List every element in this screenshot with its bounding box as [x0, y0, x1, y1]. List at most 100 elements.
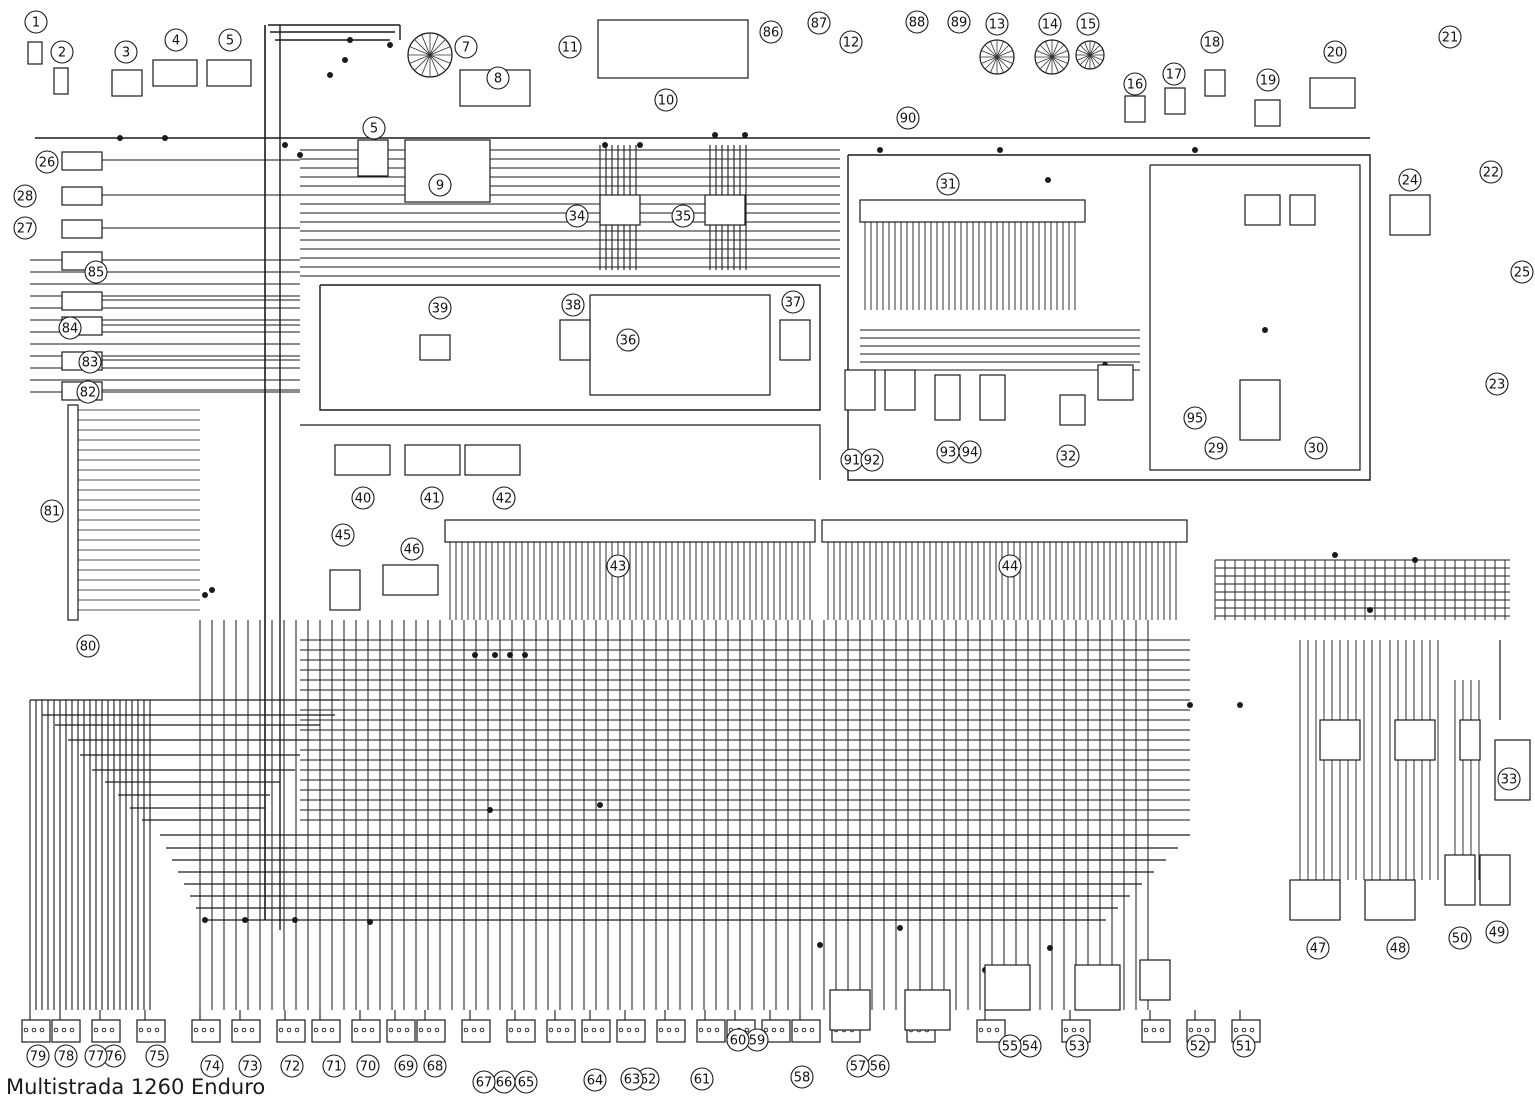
callout-38: 38 [561, 293, 585, 317]
callout-63: 63 [620, 1067, 644, 1091]
callout-number: 68 [427, 1060, 444, 1075]
callout-ring [24, 10, 48, 34]
callout-7: 7 [454, 35, 478, 59]
pin [1159, 1027, 1165, 1033]
callout-39: 39 [428, 296, 452, 320]
callout-ring [1065, 1034, 1089, 1058]
callout-30: 30 [1304, 436, 1328, 460]
callout-ring [958, 440, 982, 464]
pin [744, 1027, 750, 1033]
component-47-body [1289, 879, 1341, 921]
callout-ring [58, 316, 82, 340]
callout-number: 20 [1327, 46, 1344, 61]
callout-ring [1304, 436, 1328, 460]
callout-number: 52 [1190, 1040, 1207, 1055]
pin [779, 1027, 785, 1033]
callout-ring [616, 328, 640, 352]
pin [793, 1027, 799, 1033]
callout-41: 41 [420, 486, 444, 510]
relay-42-body [464, 444, 521, 476]
callout-81: 81 [40, 499, 64, 523]
callout-14: 14 [1038, 12, 1062, 36]
pin [93, 1027, 99, 1033]
pin [154, 1027, 160, 1033]
callout-number: 89 [951, 16, 968, 31]
callout-number: 22 [1483, 166, 1500, 181]
junction-dot [347, 37, 353, 43]
callout-ring [428, 173, 452, 197]
junction-dot [817, 942, 823, 948]
callout-75: 75 [145, 1044, 169, 1068]
callout-34: 34 [565, 204, 589, 228]
pin [321, 1027, 327, 1033]
junction-dot [202, 592, 208, 598]
callout-54: 54 [1018, 1034, 1042, 1058]
callout-number: 10 [658, 94, 675, 109]
pin [556, 1027, 562, 1033]
callout-number: 71 [326, 1060, 343, 1075]
pin [714, 1027, 720, 1033]
callout-ring [781, 290, 805, 314]
pin [1249, 1027, 1255, 1033]
callout-ring [606, 554, 630, 578]
component-49-body [1479, 854, 1511, 906]
callout-number: 55 [1002, 1040, 1019, 1055]
ecu-connector-44-frame [821, 519, 1188, 543]
callout-number: 63 [624, 1073, 641, 1088]
callout-number: 8 [494, 72, 502, 87]
pin [763, 1027, 769, 1033]
pin [471, 1027, 477, 1033]
junction-dot [997, 147, 1003, 153]
callout-ring [1485, 372, 1509, 396]
junction-dot [117, 135, 123, 141]
callout-number: 69 [398, 1060, 415, 1075]
component-17-body [1164, 87, 1186, 115]
pin [1204, 1027, 1210, 1033]
pin [233, 1027, 239, 1033]
pin [634, 1027, 640, 1033]
callout-number: 38 [565, 299, 582, 314]
callout-37: 37 [781, 290, 805, 314]
component-54-body [1074, 964, 1121, 1011]
callout-ring [356, 1054, 380, 1078]
callout-51: 51 [1232, 1034, 1256, 1058]
component-92-body [934, 374, 961, 421]
junction-dot [327, 72, 333, 78]
callout-84: 84 [58, 316, 82, 340]
callout-number: 60 [730, 1034, 747, 1049]
callout-number: 13 [989, 18, 1006, 33]
callout-93: 93 [936, 440, 960, 464]
callout-43: 43 [606, 554, 630, 578]
pin [294, 1027, 300, 1033]
callout-17: 17 [1162, 62, 1186, 86]
callout-35: 35 [671, 204, 695, 228]
pin [361, 1027, 367, 1033]
pin [463, 1027, 469, 1033]
pin [388, 1027, 394, 1033]
callout-ring [145, 1044, 169, 1068]
connector-80-frame [67, 404, 79, 621]
junction-dot [297, 152, 303, 158]
callout-ring [1479, 160, 1503, 184]
junction-dot [282, 142, 288, 148]
pin [61, 1027, 67, 1033]
component-37-body [779, 319, 811, 361]
callout-ring [76, 634, 100, 658]
callout-5: 5 [362, 116, 386, 140]
callout-number: 29 [1208, 442, 1225, 457]
callout-ring [13, 184, 37, 208]
callout-number: 91 [844, 454, 861, 469]
callout-58: 58 [790, 1065, 814, 1089]
callout-71: 71 [322, 1054, 346, 1078]
component-2-body [53, 67, 69, 95]
pin [1188, 1027, 1194, 1033]
ecu-connector-43-frame [444, 519, 816, 543]
junction-dot [602, 142, 608, 148]
pin [508, 1027, 514, 1033]
callout-number: 5 [370, 122, 378, 137]
callout-29: 29 [1204, 436, 1228, 460]
pin [516, 1027, 522, 1033]
callout-number: 32 [1060, 450, 1077, 465]
